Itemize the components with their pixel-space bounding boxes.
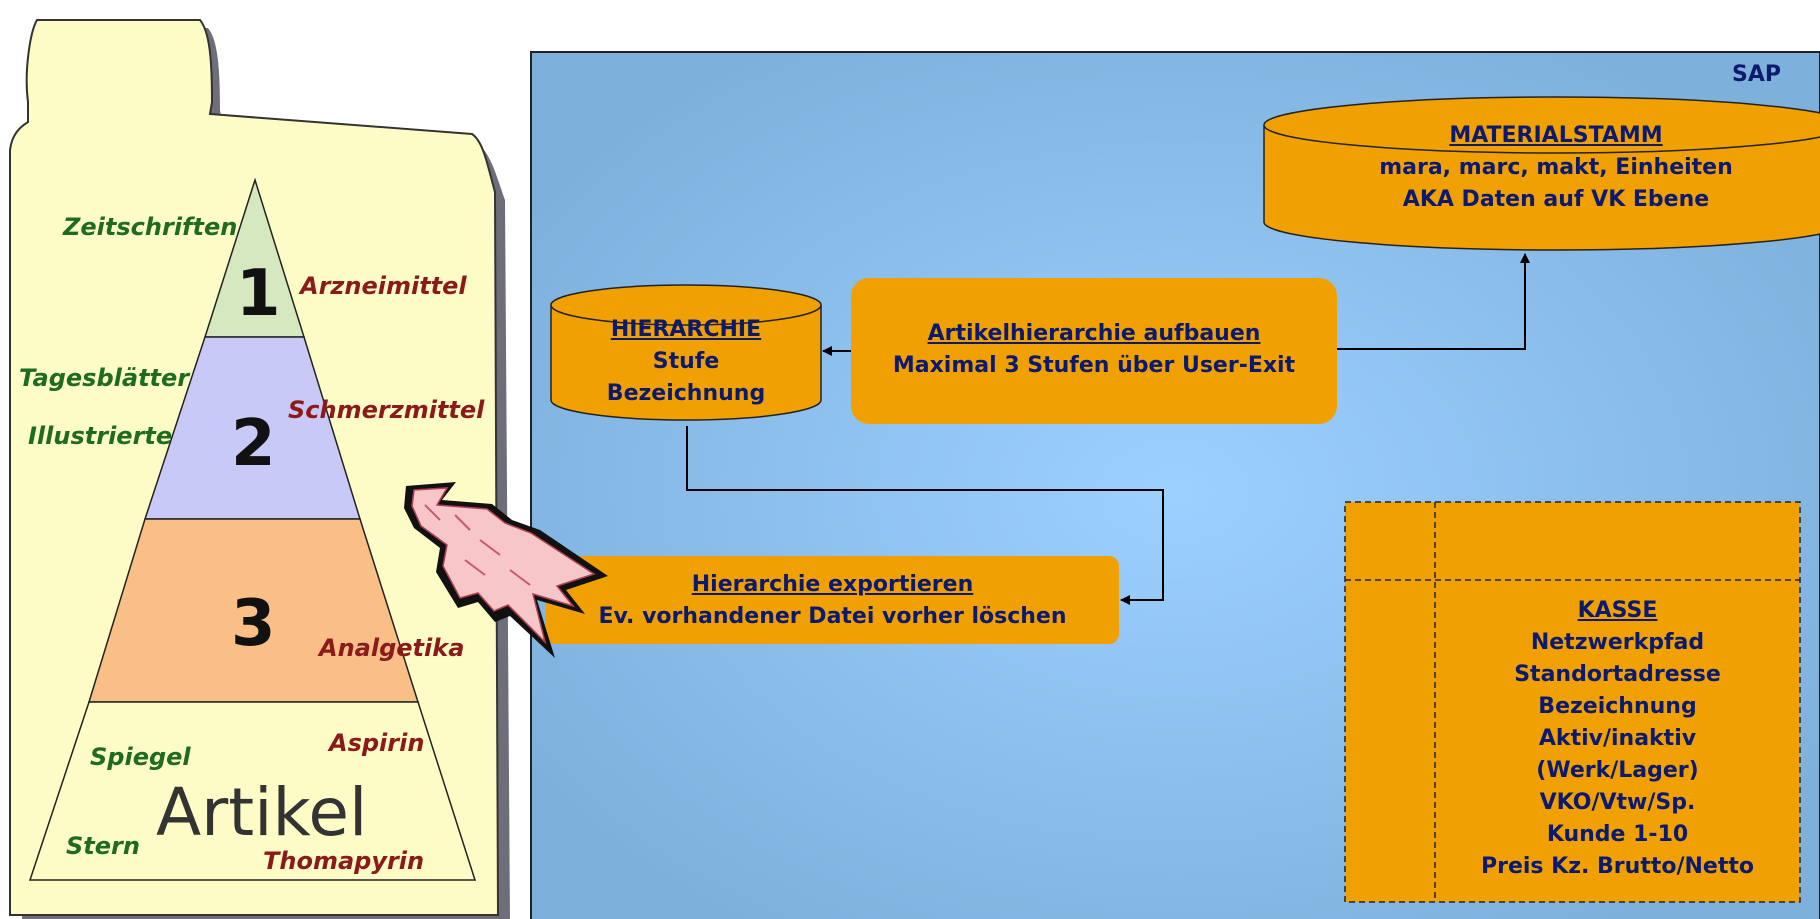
kasse-line-5: (Werk/Lager): [1536, 758, 1699, 783]
kasse-line-7: Kunde 1-10: [1546, 822, 1689, 847]
hierarchie-line1: Stufe: [652, 349, 720, 374]
label-illustrierte: Illustrierte: [28, 422, 173, 450]
kasse-line-3: Bezeichnung: [1538, 694, 1697, 719]
materialstamm-line2: AKA Daten auf VK Ebene: [1402, 187, 1710, 212]
kasse-line-8: Preis Kz. Brutto/Netto: [1480, 854, 1754, 879]
materialstamm-text: MATERIALSTAMM mara, marc, makt, Einheite…: [1264, 120, 1820, 216]
pyramid-base-label: Artikel: [156, 774, 368, 851]
aufbauen-box: [851, 278, 1337, 424]
pyramid-base: [28, 701, 477, 881]
label-schmerzmittel: Schmerzmittel: [288, 396, 485, 424]
aufbauen-title: Artikelhierarchie aufbauen: [927, 321, 1261, 346]
materialstamm-title: MATERIALSTAMM: [1449, 123, 1663, 148]
label-tagesblaetter: Tagesblätter: [19, 364, 190, 392]
materialstamm-cylinder: [1263, 96, 1820, 251]
level-number-2: 2: [231, 407, 276, 481]
label-thomapyrin: Thomapyrin: [263, 847, 425, 875]
label-spiegel: Spiegel: [90, 743, 191, 771]
label-stern: Stern: [66, 832, 140, 860]
kasse-line-4: Aktiv/inaktiv: [1538, 726, 1697, 751]
hierarchie-line2: Bezeichnung: [606, 381, 766, 406]
hierarchie-cylinder: [550, 284, 822, 421]
level-number-1: 1: [236, 257, 281, 331]
level-number-3: 3: [231, 587, 276, 661]
aufbauen-line1: Maximal 3 Stufen über User-Exit: [892, 353, 1296, 378]
kasse-text: KASSE Netzwerkpfad Standortadresse Bezei…: [1435, 595, 1800, 883]
kasse-title: KASSE: [1577, 598, 1658, 623]
connector-hierarchie-to-export: [686, 426, 1164, 605]
label-zeitschriften: Zeitschriften: [63, 213, 238, 241]
exportieren-text: Hierarchie exportieren Ev. vorhandener D…: [546, 569, 1119, 633]
exportieren-title: Hierarchie exportieren: [691, 572, 974, 597]
sap-label: SAP: [1732, 62, 1781, 87]
label-aspirin: Aspirin: [329, 729, 425, 757]
hierarchie-text: HIERARCHIE Stufe Bezeichnung: [551, 314, 821, 410]
connector-aufbauen-to-materialstamm: [1337, 253, 1530, 350]
zigzag-arrow: [404, 482, 608, 658]
kasse-line-2: Standortadresse: [1514, 662, 1721, 687]
kasse-table: [1344, 501, 1801, 903]
materialstamm-line1: mara, marc, makt, Einheiten: [1379, 155, 1733, 180]
label-arzneimittel: Arzneimittel: [300, 272, 467, 300]
label-analgetika: Analgetika: [319, 634, 465, 662]
hierarchie-title: HIERARCHIE: [610, 317, 762, 342]
exportieren-line1: Ev. vorhandener Datei vorher löschen: [598, 604, 1067, 629]
kasse-line-1: Netzwerkpfad: [1530, 630, 1705, 655]
exportieren-box: [546, 556, 1119, 644]
kasse-line-6: VKO/Vtw/Sp.: [1539, 790, 1696, 815]
aufbauen-text: Artikelhierarchie aufbauen Maximal 3 Stu…: [851, 318, 1337, 382]
